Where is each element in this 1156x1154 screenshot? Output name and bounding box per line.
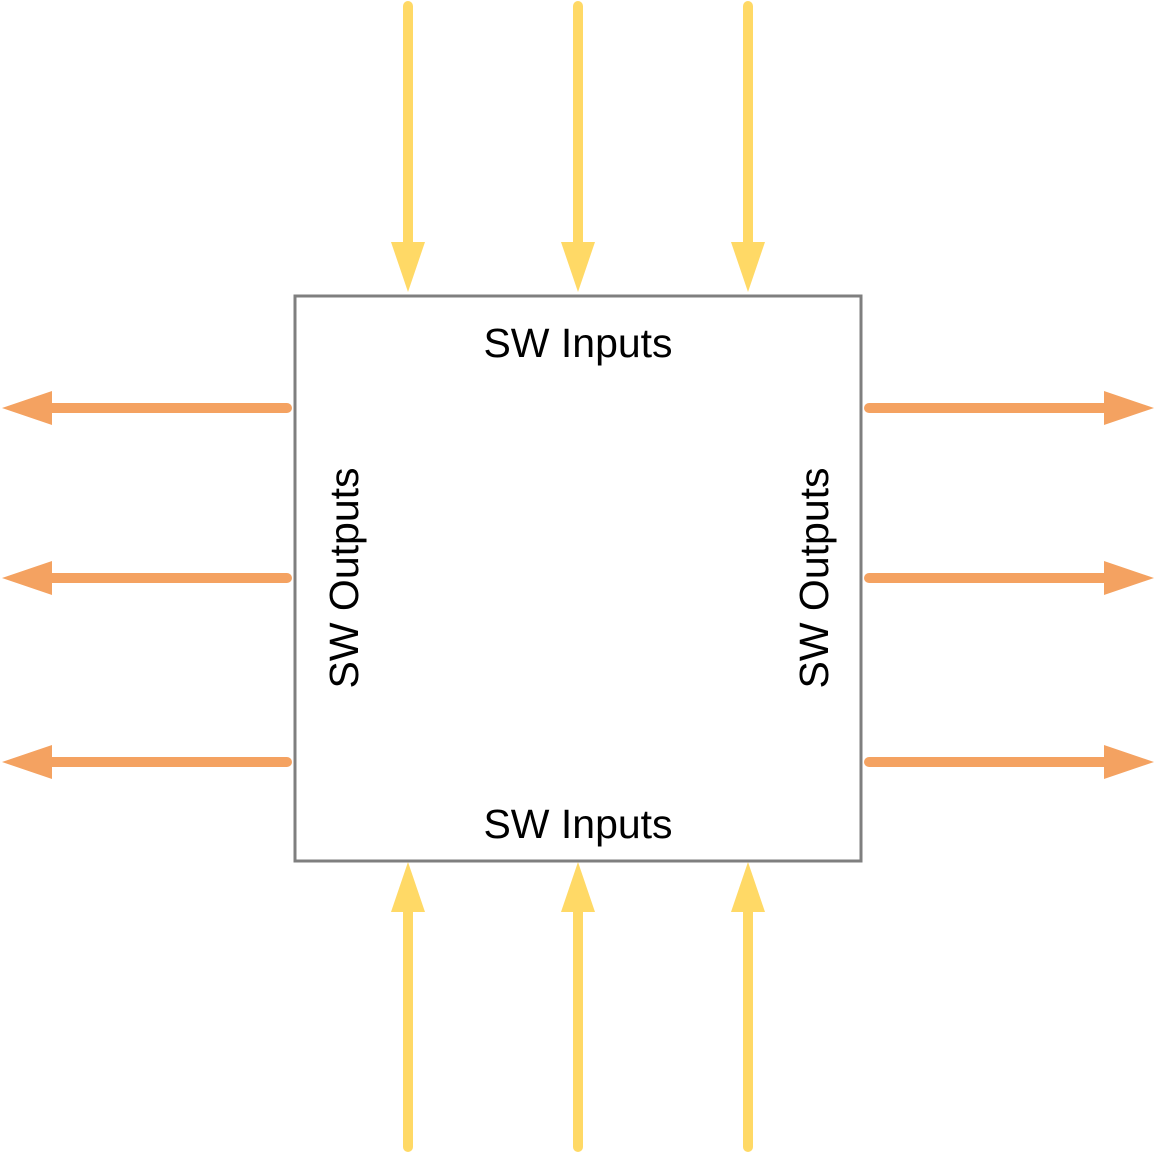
bottom-input-arrows — [391, 862, 765, 1152]
right-output-arrows — [864, 391, 1154, 779]
left-output-arrow-2 — [2, 561, 292, 595]
bottom-inputs-label: SW Inputs — [483, 801, 672, 847]
top-input-arrows — [391, 1, 765, 292]
bottom-input-arrow-3 — [731, 862, 765, 1152]
top-input-arrow-3 — [731, 1, 765, 292]
bottom-input-arrow-1 — [391, 862, 425, 1152]
bottom-input-arrow-2 — [561, 862, 595, 1152]
left-output-arrow-1 — [2, 391, 292, 425]
top-input-arrow-2 — [561, 1, 595, 292]
right-output-arrow-3 — [864, 745, 1154, 779]
right-output-arrow-1 — [864, 391, 1154, 425]
software-component-box — [293, 294, 863, 863]
right-output-arrow-2 — [864, 561, 1154, 595]
right-outputs-label: SW Outputs — [791, 467, 837, 688]
top-inputs-label: SW Inputs — [483, 320, 672, 366]
left-output-arrows — [2, 391, 292, 779]
left-output-arrow-3 — [2, 745, 292, 779]
top-input-arrow-1 — [391, 1, 425, 292]
left-outputs-label: SW Outputs — [321, 467, 367, 688]
